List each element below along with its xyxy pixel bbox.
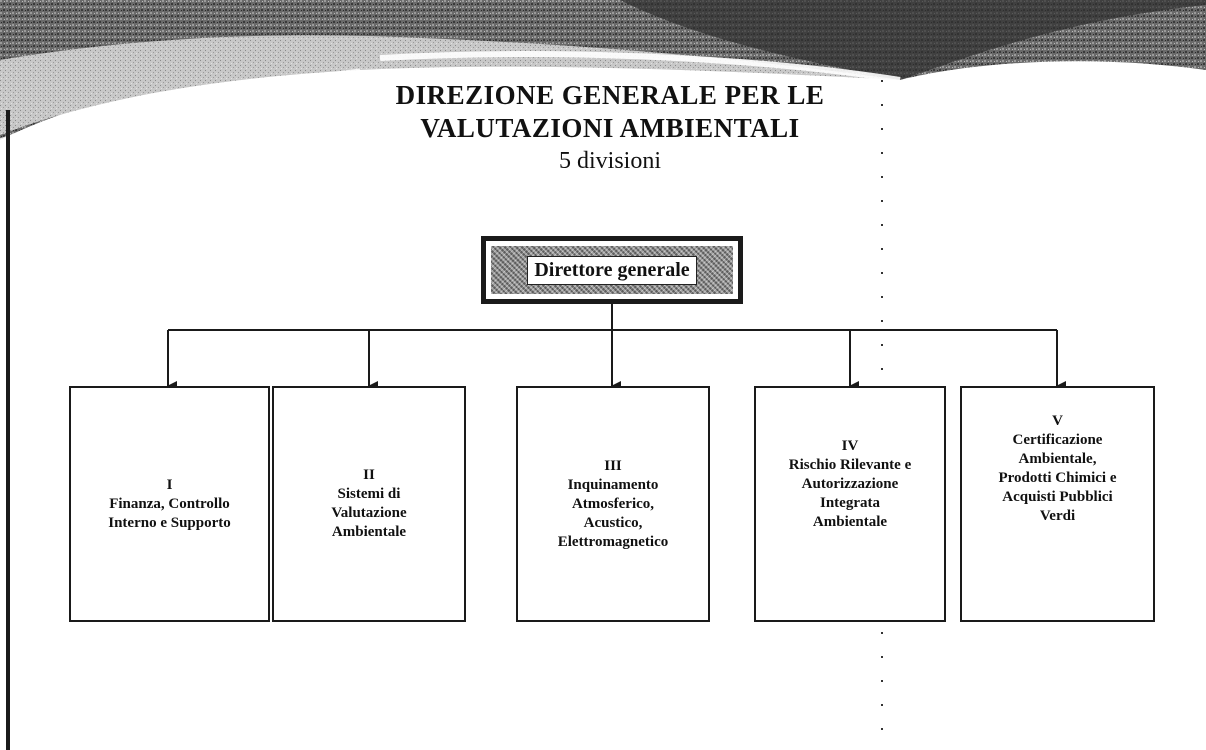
division-number: I (166, 476, 173, 493)
title-line-2: VALUTAZIONI AMBIENTALI (420, 113, 800, 143)
title-line-1: DIREZIONE GENERALE PER LE (395, 80, 825, 110)
division-node-1: I Finanza, Controllo Interno e Supporto (69, 386, 270, 622)
division-number: II (363, 467, 375, 483)
division-name: Inquinamento Atmosferico, Acustico, Elet… (557, 476, 669, 550)
division-number: IV (841, 437, 859, 454)
director-node: Direttore generale (481, 236, 743, 304)
division-name: Sistemi di Valutazione Ambientale (331, 486, 407, 540)
director-label: Direttore generale (527, 255, 697, 285)
division-node-3: III Inquinamento Atmosferico, Acustico, … (516, 386, 710, 622)
division-node-5: V Certificazione Ambientale, Prodotti Ch… (960, 386, 1155, 622)
division-name: Rischio Rilevante e Autorizzazione Integ… (788, 456, 912, 530)
left-border (6, 110, 10, 750)
division-node-4: IV Rischio Rilevante e Autorizzazione In… (754, 386, 946, 622)
division-number: III (604, 457, 622, 474)
division-name: Finanza, Controllo Interno e Supporto (108, 495, 231, 531)
division-name: Certificazione Ambientale, Prodotti Chim… (998, 432, 1117, 524)
division-number: V (1052, 413, 1063, 429)
division-node-2: II Sistemi di Valutazione Ambientale (272, 386, 466, 622)
director-node-fill: Direttore generale (491, 246, 733, 294)
subtitle: 5 divisioni (558, 148, 661, 174)
